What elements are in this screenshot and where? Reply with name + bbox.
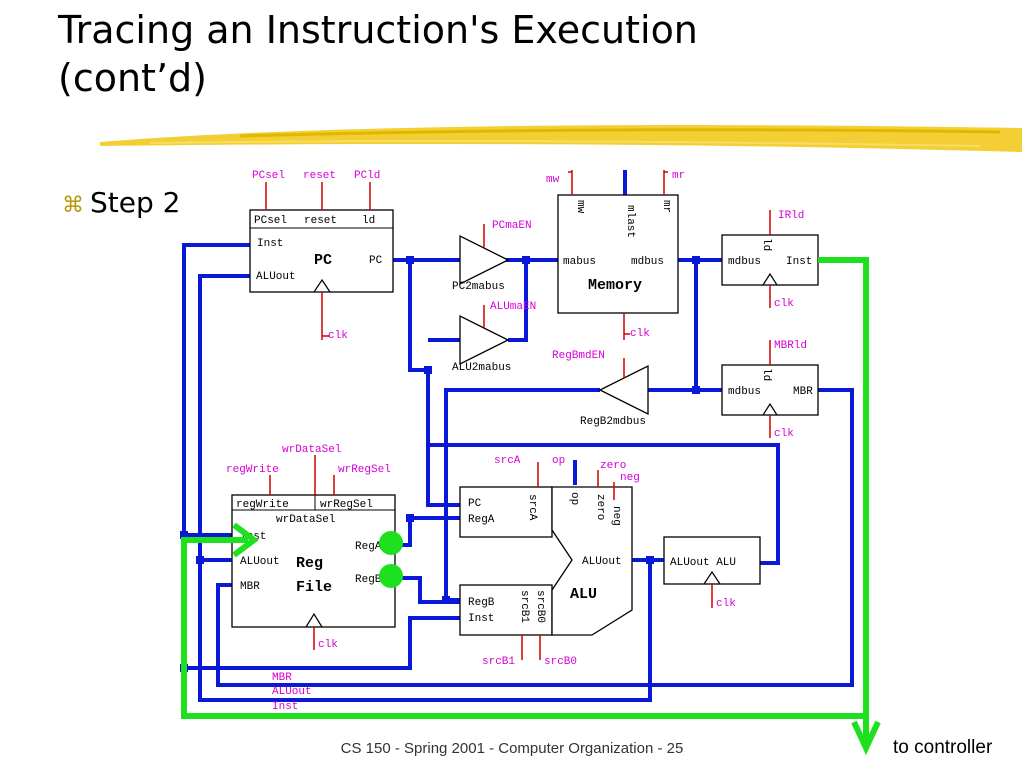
mem-port-mr: mr (660, 200, 672, 213)
alu-name: ALU (570, 586, 597, 603)
sig-srca: srcA (494, 455, 521, 467)
alu-port-op: op (568, 492, 580, 505)
sig-srcb1: srcB1 (482, 656, 515, 668)
alu-out-label: ALUout (582, 556, 622, 568)
aluout-clk: clk (716, 598, 736, 610)
pc-name: PC (314, 252, 332, 269)
sig-irld: IRld (778, 210, 804, 222)
regb-highlight-dot (379, 564, 403, 588)
bus-label-mbr: MBR (272, 672, 292, 684)
sig-regwrite: regWrite (226, 464, 279, 476)
register-file: regWrite wrRegSel wrDataSel Inst ALUout … (226, 444, 396, 651)
sig-zero: zero (600, 460, 626, 472)
rf-name-2: File (296, 579, 332, 596)
sig-op: op (552, 455, 565, 467)
alu-mux-srca: srcA (526, 494, 538, 521)
alu-port-zero: zero (594, 494, 606, 520)
ir-register: mdbus Inst ld IRld clk (721, 210, 819, 310)
pc-register: PCsel reset ld Inst ALUout PC PC PCsel r… (249, 170, 394, 342)
pc-in-inst: Inst (257, 238, 283, 250)
alu-port-neg: neg (610, 506, 622, 526)
bus-label-inst: Inst (272, 701, 298, 713)
rf-out-rega: RegA (355, 541, 382, 553)
regb2mdbus-label: RegB2mdbus (580, 416, 646, 428)
mbr-in-mdbus: mdbus (728, 386, 761, 398)
title-line-1: Tracing an Instruction's Execution (58, 8, 698, 52)
rf-in-mbr: MBR (240, 581, 260, 593)
bus-label-aluout: ALUout (272, 686, 312, 698)
mbr-register: mdbus MBR ld MBRld clk (721, 340, 819, 440)
pc2mabus-label: PC2mabus (452, 281, 505, 293)
sig-reset: reset (303, 170, 336, 182)
sig-pcld: PCld (354, 170, 380, 182)
sig-mbrld: MBRld (774, 340, 807, 352)
memory-name: Memory (588, 277, 642, 294)
ir-clk: clk (774, 298, 794, 310)
alu-block: PC RegA srcA RegB Inst srcB1 srcB0 op ze… (459, 455, 640, 668)
alu2mabus-buffer: ALUmaEN ALU2mabus (452, 301, 536, 374)
alu-mux-srcb1: srcB1 (518, 590, 530, 623)
bullet-icon: ⌘ (62, 193, 84, 218)
sig-neg: neg (620, 472, 640, 484)
slide-footer: CS 150 - Spring 2001 - Computer Organiza… (340, 740, 684, 757)
ir-ld: ld (760, 238, 772, 251)
pc2mabus-buffer: PCmaEN PC2mabus (452, 220, 532, 293)
pc-port-pcsel: PCsel (254, 215, 287, 227)
alu-mux-srcb0: srcB0 (534, 590, 546, 623)
sig-regbmden: RegBmdEN (552, 350, 605, 362)
mem-mdbus: mdbus (631, 256, 664, 268)
rf-port-regwrite: regWrite (236, 499, 289, 511)
mem-port-mw: mw (574, 200, 586, 214)
aluout-register: ALUout ALU clk (663, 536, 761, 610)
rf-port-wrregsel: wrRegSel (320, 499, 373, 511)
slide-title: Tracing an Instruction's Execution (cont… (58, 6, 698, 102)
to-controller-label: to controller (893, 737, 993, 758)
sig-wrdatasel: wrDataSel (282, 444, 341, 456)
title-swoosh (100, 125, 1022, 152)
rf-in-aluout: ALUout (240, 556, 280, 568)
rf-name-1: Reg (296, 555, 323, 572)
rega-highlight-dot (379, 531, 403, 555)
memory-clk: clk (630, 328, 650, 340)
sig-pcmaen: PCmaEN (492, 220, 532, 232)
sig-mw: mw (546, 174, 560, 186)
aluout-reg-label: ALUout ALU (670, 557, 736, 569)
pc-port-ld: ld (362, 215, 375, 227)
alu-in-rega: RegA (468, 514, 495, 526)
pc-in-aluout: ALUout (256, 271, 296, 283)
pc-clk: clk (328, 330, 348, 342)
ir-in-mdbus: mdbus (728, 256, 761, 268)
alu-in-pc: PC (468, 498, 482, 510)
sig-mr: mr (672, 170, 685, 182)
mbr-out: MBR (793, 386, 813, 398)
sig-alumaen: ALUmaEN (490, 301, 536, 313)
sig-srcb0: srcB0 (544, 656, 577, 668)
bullet-text: Step 2 (90, 186, 181, 219)
mbr-ld: ld (760, 368, 772, 381)
alu2mabus-label: ALU2mabus (452, 362, 511, 374)
rf-port-wrdatasel: wrDataSel (276, 514, 335, 526)
title-line-2: (cont’d) (58, 56, 207, 100)
memory-block: mw mlast mr mabus mdbus Memory mw mr clk (546, 170, 685, 340)
pc-port-reset: reset (304, 215, 337, 227)
bullet-item: ⌘Step 2 (62, 186, 180, 219)
mem-port-mlast: mlast (624, 205, 636, 238)
mbr-clk: clk (774, 428, 794, 440)
step2-highlight-path (181, 257, 881, 756)
alu-in-regb: RegB (468, 597, 495, 609)
pc-out: PC (369, 255, 383, 267)
regb2mdbus-buffer: RegBmdEN RegB2mdbus (552, 350, 649, 428)
mem-mabus: mabus (563, 256, 596, 268)
rf-clk: clk (318, 639, 338, 651)
ir-out-inst: Inst (786, 256, 812, 268)
sig-pcsel: PCsel (252, 170, 285, 182)
rf-out-regb: RegB (355, 574, 382, 586)
bottom-bus-labels: MBR ALUout Inst (272, 672, 312, 713)
alu-in-inst: Inst (468, 613, 494, 625)
sig-wrregsel: wrRegSel (338, 464, 391, 476)
